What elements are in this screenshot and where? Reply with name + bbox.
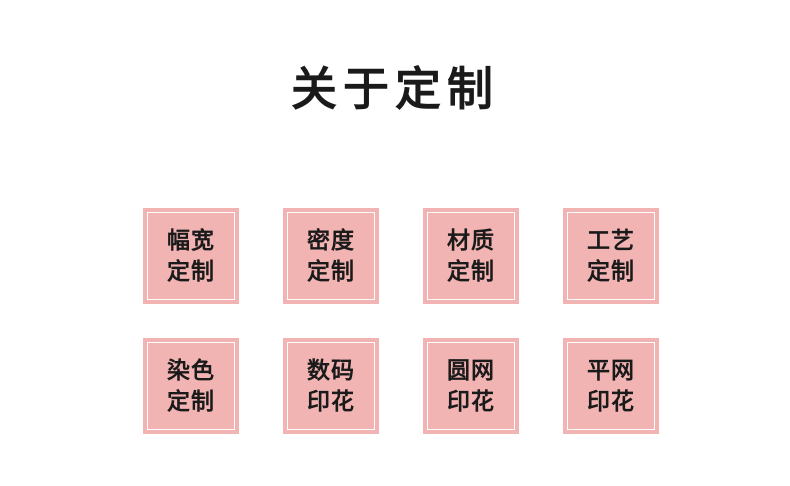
card-label-line2: 印花 [447,389,495,414]
card-inner: 幅宽 定制 [147,212,235,300]
card-inner: 数码 印花 [287,342,375,430]
card-digital-printing[interactable]: 数码 印花 [283,338,379,434]
card-density[interactable]: 密度 定制 [283,208,379,304]
card-inner: 平网 印花 [567,342,655,430]
grid-row-2: 染色 定制 数码 印花 圆网 印花 平网 印花 [143,338,668,434]
card-label-line1: 圆网 [447,357,495,383]
card-inner: 圆网 印花 [427,342,515,430]
card-label-line1: 密度 [307,227,355,253]
card-inner: 染色 定制 [147,342,235,430]
card-inner: 材质 定制 [427,212,515,300]
card-fabric-width[interactable]: 幅宽 定制 [143,208,239,304]
card-dyeing[interactable]: 染色 定制 [143,338,239,434]
card-label-line1: 工艺 [587,227,635,253]
card-craft[interactable]: 工艺 定制 [563,208,659,304]
card-label-line2: 定制 [167,259,215,284]
card-label-line2: 定制 [307,259,355,284]
card-inner: 密度 定制 [287,212,375,300]
card-label-line2: 印花 [307,389,355,414]
page-title: 关于定制 [291,64,499,115]
customization-grid: 幅宽 定制 密度 定制 材质 定制 工艺 定制 [143,208,668,434]
grid-row-1: 幅宽 定制 密度 定制 材质 定制 工艺 定制 [143,208,668,304]
card-flat-screen-printing[interactable]: 平网 印花 [563,338,659,434]
card-material[interactable]: 材质 定制 [423,208,519,304]
card-label-line2: 定制 [587,259,635,284]
card-label-line1: 幅宽 [167,227,215,253]
card-label-line2: 定制 [447,259,495,284]
card-label-line1: 染色 [167,357,215,383]
card-label-line1: 平网 [587,357,635,383]
card-label-line2: 定制 [167,389,215,414]
card-label-line2: 印花 [587,389,635,414]
card-rotary-screen-printing[interactable]: 圆网 印花 [423,338,519,434]
card-inner: 工艺 定制 [567,212,655,300]
card-label-line1: 材质 [447,227,495,253]
card-label-line1: 数码 [307,357,355,383]
